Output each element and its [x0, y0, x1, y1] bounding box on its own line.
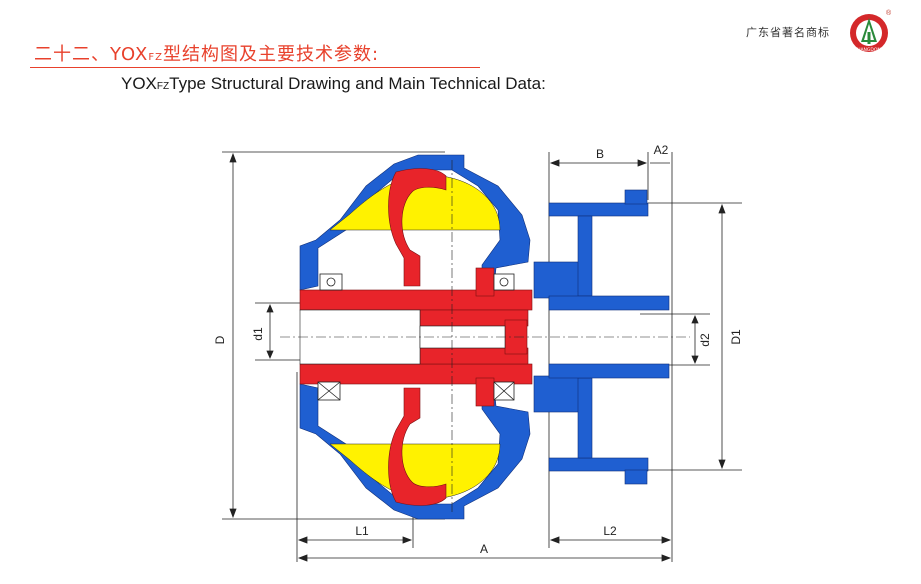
label-B: B — [596, 147, 604, 161]
label-D1: D1 — [729, 329, 743, 345]
title-chinese: 二十二、YOXFZ型结构图及主要技术参数: — [34, 44, 380, 65]
title-english: YOXFZType Structural Drawing and Main Te… — [121, 74, 546, 93]
bearings — [317, 273, 515, 401]
brand-text: 广东省著名商标 — [746, 26, 830, 39]
label-d2: d2 — [698, 333, 712, 347]
label-D: D — [213, 335, 227, 344]
dimensions: D d1 B A2 d2 D1 L1 L2 — [213, 143, 743, 562]
label-d1: d1 — [251, 327, 265, 341]
working-fluid — [329, 174, 501, 500]
label-L1: L1 — [355, 524, 369, 538]
registered-mark: ® — [886, 10, 892, 17]
centerlines — [280, 160, 690, 512]
label-L2: L2 — [603, 524, 617, 538]
label-A2: A2 — [654, 143, 669, 157]
title-underline — [30, 67, 480, 68]
logo-text: GUANGDONG — [854, 47, 885, 53]
brand-logo-icon: GUANGDONG — [850, 14, 888, 53]
label-A: A — [480, 542, 488, 556]
extension-lines — [222, 151, 742, 562]
